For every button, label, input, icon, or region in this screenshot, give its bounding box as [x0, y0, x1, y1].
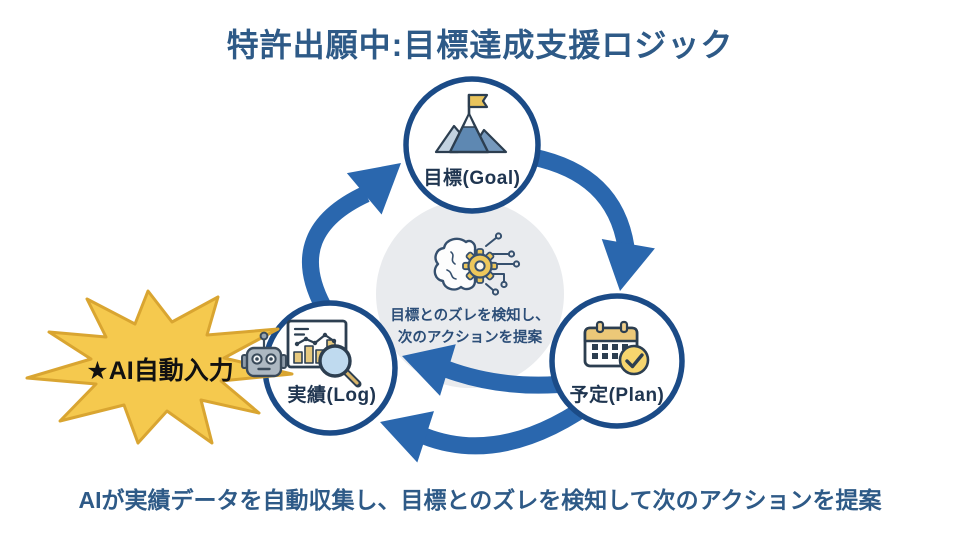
ai-brain-gear-icon [433, 232, 521, 296]
mountain-flag-icon [434, 93, 508, 154]
plan-node-label: 予定(Plan) [569, 385, 665, 406]
robot-icon [241, 331, 287, 378]
starburst-shape [25, 289, 294, 445]
log-node-label: 実績(Log) [287, 385, 377, 406]
ai-auto-input-callout-label: ★AI自動入力 [86, 357, 234, 385]
page-title: 特許出願中:目標達成支援ロジック [226, 27, 734, 63]
center-description-line2: 次のアクションを提案 [397, 329, 543, 346]
chart-magnifier-icon [286, 319, 362, 388]
arrow-goal-to-plan [531, 148, 655, 291]
center-description-line1: 目標とのズレを検知し、 [390, 308, 550, 324]
arrow-log-to-goal [301, 163, 401, 310]
center-description: 目標とのズレを検知し、 次のアクションを提案 [365, 306, 575, 350]
bottom-caption: AIが実績データを自動収集し、目標とのズレを検知して次のアクションを提案 [78, 487, 882, 513]
calendar-check-icon [583, 320, 650, 376]
goal-node-label: 目標(Goal) [423, 168, 521, 189]
center-circle [376, 200, 564, 388]
